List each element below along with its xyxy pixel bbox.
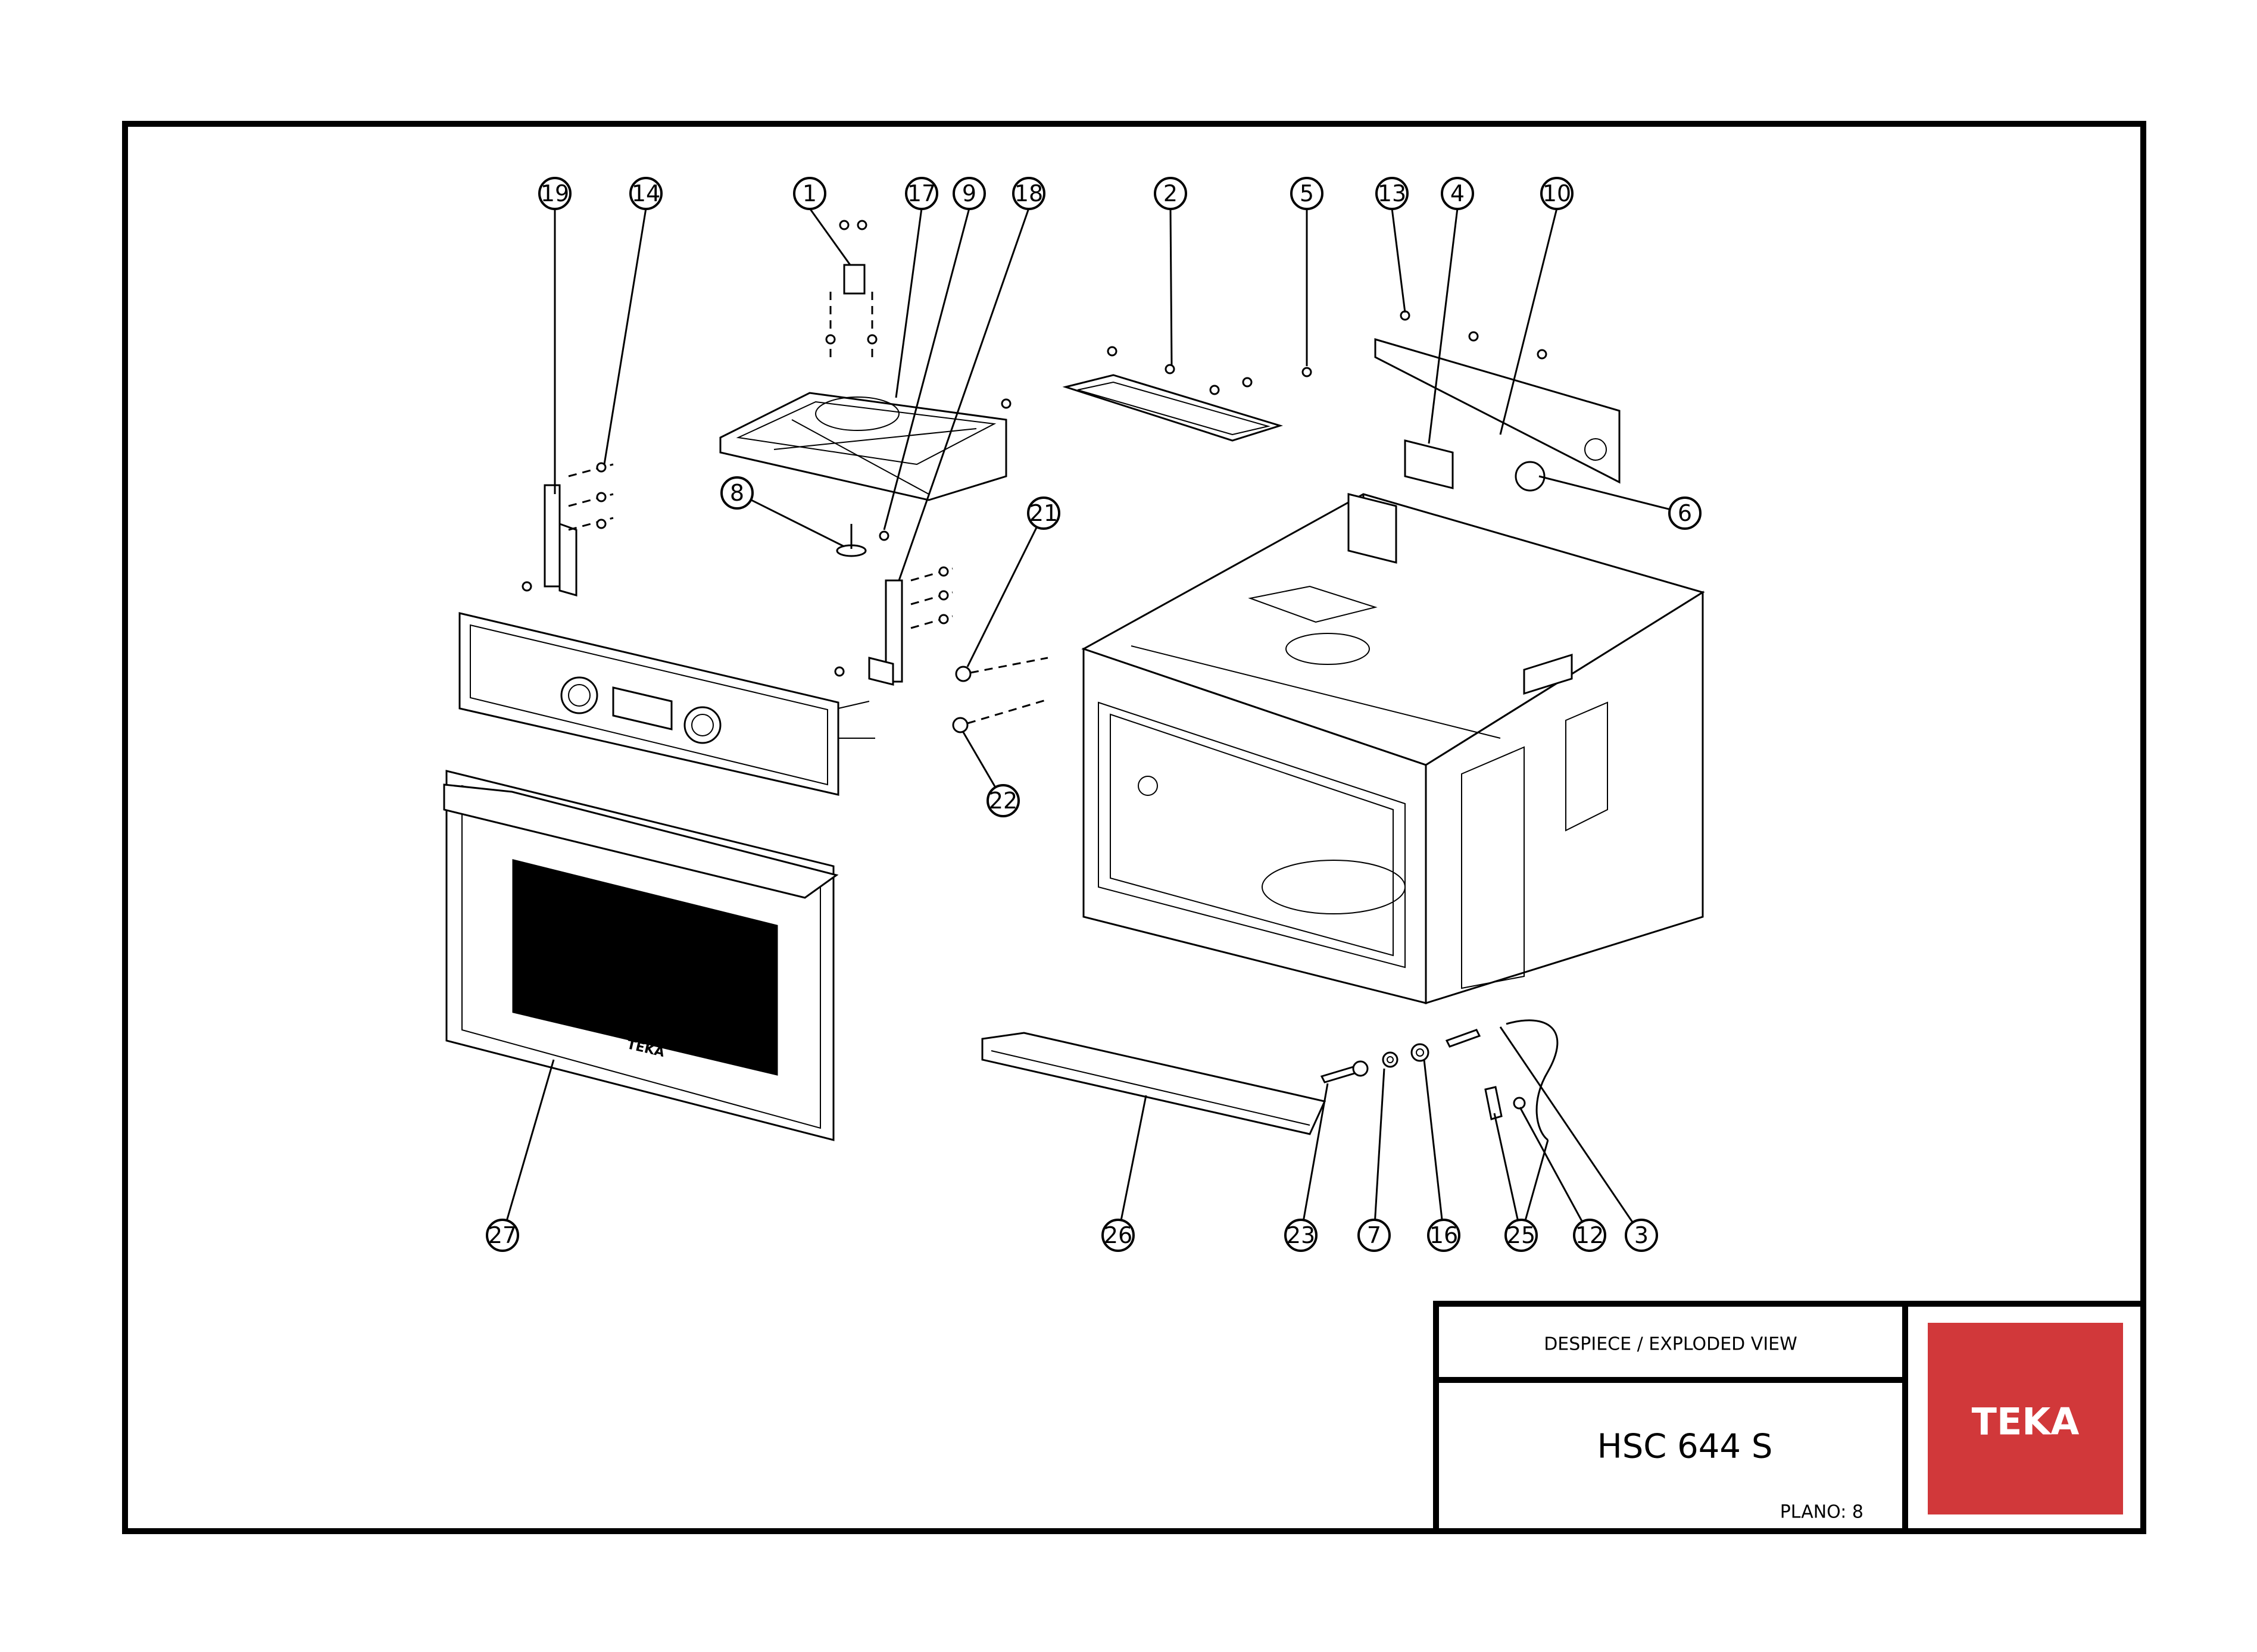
callout-5: 5 (1290, 177, 1323, 210)
callout-9: 9 (953, 177, 986, 210)
callout-10: 10 (1540, 177, 1574, 210)
callout-3: 3 (1625, 1219, 1658, 1252)
callout-22: 22 (987, 784, 1020, 817)
callouts: 19 14 1 17 9 18 2 5 13 4 10 6 8 21 22 27… (486, 177, 1702, 1252)
callout-8: 8 (720, 476, 754, 510)
parts-drawing: TEKA (443, 208, 1705, 1236)
callout-13: 13 (1375, 177, 1409, 210)
screws (522, 220, 1547, 733)
callout-2: 2 (1154, 177, 1187, 210)
callout-25: 25 (1504, 1219, 1538, 1252)
svg-text:23: 23 (1287, 1222, 1315, 1248)
top-cover (719, 264, 1007, 557)
callout-19: 19 (538, 177, 572, 210)
rear-bracket (1374, 338, 1621, 492)
callout-16: 16 (1427, 1219, 1460, 1252)
control-board (1062, 374, 1284, 442)
oven-cavity-body (1081, 493, 1705, 1005)
svg-text:9: 9 (962, 180, 976, 207)
callout-17: 17 (905, 177, 938, 210)
svg-text:5: 5 (1300, 180, 1314, 207)
brand-logo: TEKA (1972, 1400, 2080, 1444)
svg-text:22: 22 (989, 788, 1017, 814)
svg-text:26: 26 (1104, 1222, 1132, 1248)
callout-1: 1 (793, 177, 826, 210)
callout-21: 21 (1027, 496, 1060, 530)
model-name: HSC 644 S (1597, 1428, 1773, 1466)
callout-26: 26 (1101, 1219, 1135, 1252)
oven-door: TEKA (443, 770, 839, 1141)
callout-18: 18 (1012, 177, 1045, 210)
svg-text:25: 25 (1507, 1222, 1535, 1248)
callout-6: 6 (1668, 496, 1702, 530)
svg-text:14: 14 (632, 180, 660, 207)
svg-text:18: 18 (1014, 180, 1043, 207)
brand-logo-box (1928, 1323, 2123, 1514)
callout-4: 4 (1441, 177, 1474, 210)
svg-text:3: 3 (1634, 1222, 1649, 1248)
callout-27: 27 (486, 1219, 519, 1252)
svg-text:12: 12 (1575, 1222, 1604, 1248)
right-hinge (868, 567, 953, 686)
callout-23: 23 (1284, 1219, 1318, 1252)
drawing-frame (122, 121, 2146, 1534)
callout-14: 14 (629, 177, 663, 210)
svg-text:13: 13 (1378, 180, 1406, 207)
leader-lines (501, 208, 1685, 1236)
svg-text:4: 4 (1450, 180, 1465, 207)
callout-7: 7 (1357, 1219, 1391, 1252)
control-panel (458, 612, 875, 796)
svg-text:6: 6 (1678, 500, 1692, 526)
svg-text:8: 8 (730, 480, 744, 506)
small-hardware (1320, 1019, 1559, 1141)
svg-text:17: 17 (907, 180, 936, 207)
svg-text:27: 27 (488, 1222, 517, 1248)
svg-text:10: 10 (1543, 180, 1571, 207)
drip-tray (981, 1032, 1326, 1135)
svg-text:19: 19 (541, 180, 569, 207)
svg-text:2: 2 (1163, 180, 1178, 207)
svg-text:21: 21 (1029, 500, 1058, 526)
callout-12: 12 (1573, 1219, 1606, 1252)
plano-number: PLANO: 8 (1780, 1502, 1863, 1523)
svg-text:7: 7 (1367, 1222, 1381, 1248)
title-header: DESPIECE / EXPLODED VIEW (1544, 1334, 1797, 1355)
svg-text:16: 16 (1429, 1222, 1458, 1248)
svg-text:1: 1 (803, 180, 817, 207)
title-block: DESPIECE / EXPLODED VIEW HSC 644 S PLANO… (1433, 1301, 2146, 1534)
door-window (512, 859, 778, 1076)
